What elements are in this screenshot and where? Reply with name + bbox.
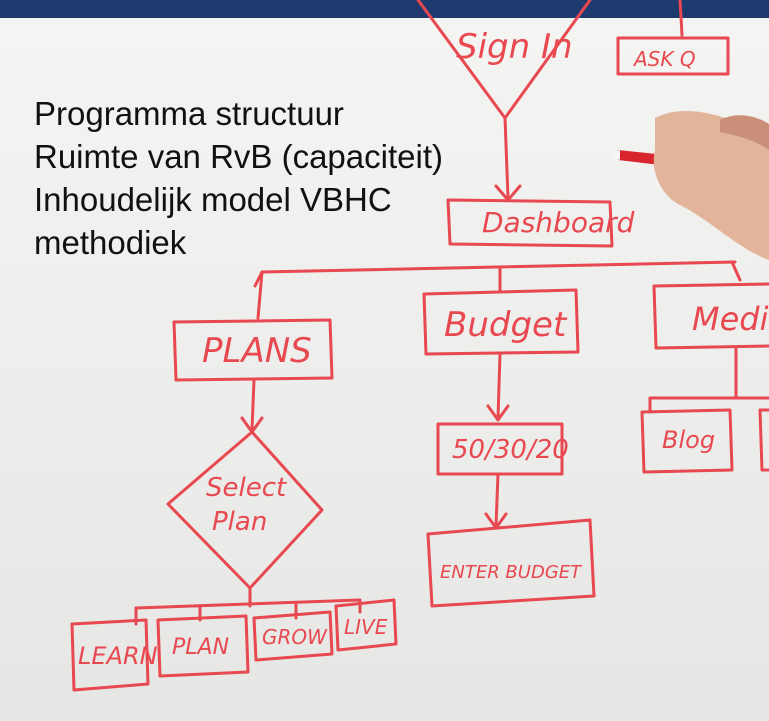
learn-box <box>70 618 150 692</box>
ratio-arrow <box>484 472 508 530</box>
budget-arrow <box>486 352 510 422</box>
children-connector <box>134 586 362 626</box>
enter-budget-box <box>426 518 596 608</box>
ask-q-box <box>616 36 730 76</box>
ratio-label: 50/30/20 <box>452 435 569 465</box>
grow-box <box>252 610 334 662</box>
next-box-edge <box>758 408 769 472</box>
learn-label: LEARN <box>78 642 158 670</box>
plans-label: PLANS <box>202 331 312 371</box>
blog-box <box>640 408 734 474</box>
live-label: LIVE <box>344 615 388 639</box>
dashboard-arrow <box>494 116 522 202</box>
slide-line-4: methodiek <box>34 224 187 261</box>
ratio-box <box>436 422 564 476</box>
slide-line-3: Inhoudelijk model VBHC <box>34 181 392 218</box>
budget-box <box>422 288 580 356</box>
media-label: Media <box>692 300 769 338</box>
branch-line <box>253 260 737 288</box>
media-down <box>648 346 769 414</box>
plans-box <box>172 318 334 382</box>
dashboard-box <box>446 198 614 248</box>
media-box <box>652 282 769 350</box>
select-plan-label-1: Select <box>206 473 287 503</box>
hand-with-marker <box>612 110 769 260</box>
sign-in-label: Sign In <box>456 27 573 67</box>
slide-line-1: Programma structuur <box>34 95 344 132</box>
live-box <box>334 598 398 652</box>
grow-label: GROW <box>262 625 328 649</box>
top-banner <box>0 0 769 18</box>
ask-q-arrow <box>678 0 684 37</box>
budget-label: Budget <box>444 305 568 345</box>
dashboard-label: Dashboard <box>482 206 635 239</box>
whiteboard-photo <box>0 18 769 721</box>
branch-down-left <box>256 270 264 320</box>
branch-down-right <box>730 260 742 282</box>
slide-line-2: Ruimte van RvB (capaciteit) <box>34 138 443 175</box>
slide-text: Programma structuur Ruimte van RvB (capa… <box>34 92 443 264</box>
plans-arrow <box>240 378 264 434</box>
enter-budget-label: ENTER BUDGET <box>440 562 583 583</box>
select-plan-label-2: Plan <box>212 507 267 537</box>
plan-box <box>156 614 250 678</box>
ask-q-label: ASK Q <box>632 47 696 71</box>
blog-label: Blog <box>662 426 715 454</box>
plan-label: PLAN <box>172 635 229 660</box>
